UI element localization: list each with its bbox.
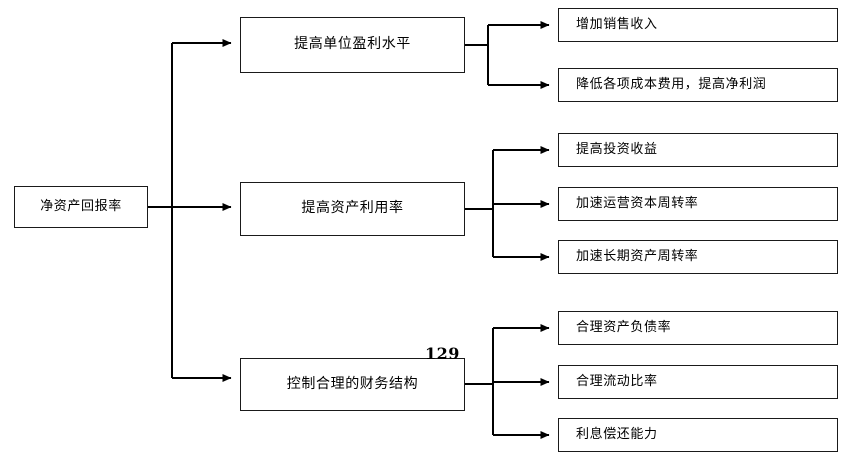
node-branch-financial-structure[interactable]: 控制合理的财务结构 — [240, 358, 465, 411]
node-leaf-interest-coverage-ability[interactable]: 利息偿还能力 — [558, 418, 838, 452]
node-leaf-reasonable-debt-ratio[interactable]: 合理资产负债率 — [558, 311, 838, 345]
node-leaf-increase-sales-revenue[interactable]: 增加销售收入 — [558, 8, 838, 42]
connector-root-bus — [148, 39, 232, 382]
page-number: 129 — [425, 344, 460, 363]
connector-branch-3-bus — [465, 324, 550, 439]
node-leaf-reasonable-current-ratio[interactable]: 合理流动比率 — [558, 365, 838, 399]
node-root-roe[interactable]: 净资产回报率 — [14, 186, 148, 228]
node-leaf-accelerate-long-term-asset-turnover[interactable]: 加速长期资产周转率 — [558, 240, 838, 274]
connector-branch-2-bus — [465, 146, 550, 261]
node-branch-unit-profitability[interactable]: 提高单位盈利水平 — [240, 17, 465, 73]
connector-branch-1-bus — [465, 21, 550, 89]
node-leaf-reduce-costs-raise-net-profit[interactable]: 降低各项成本费用，提高净利润 — [558, 68, 838, 102]
node-leaf-raise-investment-income[interactable]: 提高投资收益 — [558, 133, 838, 167]
node-branch-asset-utilization[interactable]: 提高资产利用率 — [240, 182, 465, 236]
node-leaf-accelerate-working-capital-turnover[interactable]: 加速运营资本周转率 — [558, 187, 838, 221]
